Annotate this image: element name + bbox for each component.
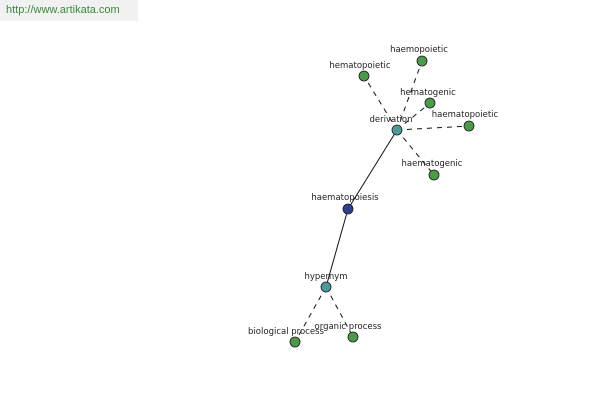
node-dot-hypernym[interactable] [320, 281, 332, 293]
node-label-d1: hematopoietic [329, 61, 391, 71]
node-d3[interactable]: hematogenic [400, 88, 456, 109]
node-dot-d2[interactable] [416, 55, 428, 67]
node-h2[interactable]: organic process [315, 322, 383, 343]
edge-derivation-d1 [363, 75, 398, 131]
node-dot-center[interactable] [342, 203, 354, 215]
node-d5[interactable]: haematogenic [402, 159, 463, 181]
node-dot-d5[interactable] [428, 169, 440, 181]
node-dot-h1[interactable] [289, 336, 301, 348]
node-d2[interactable]: haemopoietic [390, 45, 448, 67]
node-dot-derivation[interactable] [391, 124, 403, 136]
edge-derivation-d2 [396, 60, 423, 131]
node-dot-d3[interactable] [424, 97, 436, 109]
node-d4[interactable]: haematopoietic [432, 110, 499, 132]
edge-derivation-d4 [396, 125, 470, 131]
node-d1[interactable]: hematopoietic [329, 61, 391, 82]
graph-edges [294, 60, 470, 343]
edge-derivation-d3 [396, 102, 431, 131]
node-derivation[interactable]: derivation [369, 115, 413, 136]
node-center[interactable]: haematopoiesis [311, 193, 379, 215]
watermark-banner: http://www.artikata.com [0, 0, 138, 21]
node-hypernym[interactable]: hypernym [304, 272, 348, 293]
edge-hypernym-h1 [294, 286, 327, 343]
node-dot-d4[interactable] [463, 120, 475, 132]
node-label-d5: haematogenic [402, 159, 463, 169]
node-h1[interactable]: biological process [248, 327, 325, 348]
node-label-derivation: derivation [369, 115, 412, 125]
node-label-h2: organic process [315, 322, 383, 332]
edge-center-hypernym [325, 208, 349, 288]
watermark-text[interactable]: http://www.artikata.com [6, 4, 120, 16]
graph-nodes: haematopoiesis derivation hypernym hematopo… [248, 45, 499, 348]
node-label-d3: hematogenic [400, 88, 456, 98]
node-label-d2: haemopoietic [390, 45, 448, 55]
node-dot-d1[interactable] [358, 70, 370, 82]
node-label-center: haematopoiesis [311, 193, 379, 203]
node-dot-h2[interactable] [347, 331, 359, 343]
edge-center-derivation [347, 129, 398, 210]
node-label-d4: haematopoietic [432, 110, 499, 120]
node-label-hypernym: hypernym [304, 272, 347, 282]
node-label-h1: biological process [248, 327, 324, 337]
